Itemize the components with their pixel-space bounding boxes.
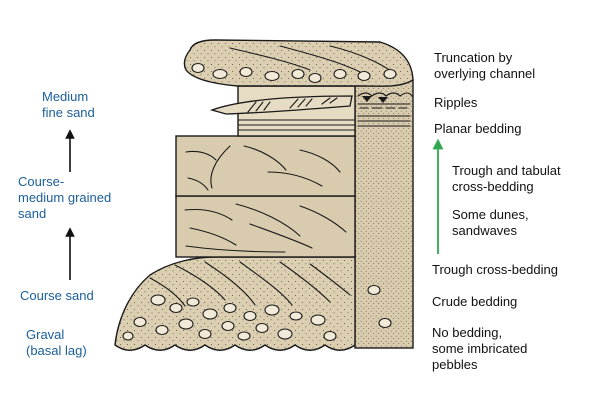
label-course-sand: Course sand <box>20 288 94 303</box>
label-graval: Graval (basal lag) <box>26 327 87 358</box>
label-medium-fine-sand: Medium fine sand <box>42 89 95 120</box>
label-planar-bedding: Planar bedding <box>434 121 521 136</box>
grain-size-column <box>354 79 414 349</box>
gravel-basal-lag-unit <box>114 256 356 351</box>
label-dunes: Some dunes, sandwaves <box>452 207 532 238</box>
label-no-bedding: No bedding, some imbricated pebbles <box>432 325 531 372</box>
label-course-medium-sand: Course- medium grained sand <box>18 174 115 221</box>
label-crude-bedding: Crude bedding <box>432 294 517 309</box>
label-trough-tabulat: Trough and tabulat cross-bedding <box>452 163 564 194</box>
label-trough-cross-bedding: Trough cross-bedding <box>432 262 558 277</box>
trough-tabular-cross-bedding-unit <box>175 135 356 197</box>
label-ripples: Ripples <box>434 95 478 110</box>
planar-ripple-unit <box>209 85 356 137</box>
overlying-channel-unit <box>183 39 414 87</box>
trough-cross-bedding-unit <box>175 195 356 258</box>
label-truncation: Truncation by overlying channel <box>434 50 535 81</box>
